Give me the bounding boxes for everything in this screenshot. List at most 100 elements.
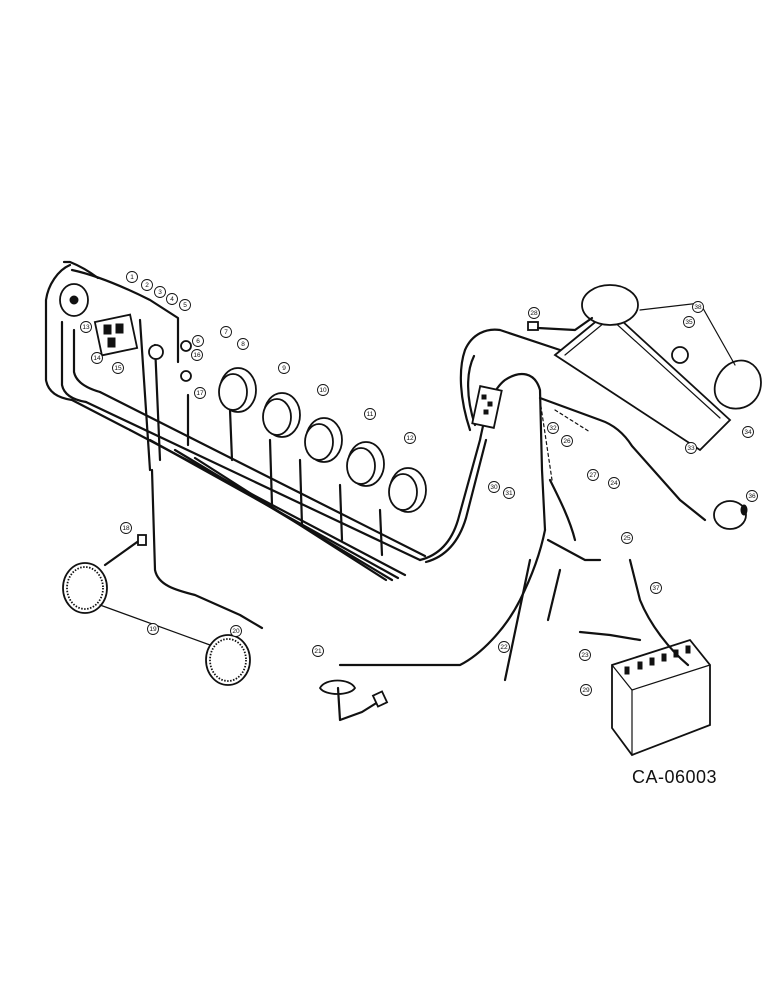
callout-label: 17 (196, 390, 204, 397)
callout-label: 30 (490, 484, 498, 491)
callout-label: 27 (589, 472, 597, 479)
callout-label: 9 (282, 365, 286, 372)
callout-10: 10 (317, 384, 329, 396)
connector-18 (137, 534, 147, 546)
callout-24: 24 (608, 477, 620, 489)
callout-circle (528, 307, 540, 319)
callout-34: 34 (742, 426, 754, 438)
callout-label: 24 (610, 480, 618, 487)
callout-circle (685, 442, 697, 454)
gauge-cluster (59, 283, 427, 513)
fuel-sender (318, 679, 389, 722)
callout-label: 10 (319, 387, 327, 394)
callout-35: 35 (683, 316, 695, 328)
callout-circle (580, 684, 592, 696)
callout-label: 5 (183, 302, 187, 309)
callout-4: 4 (166, 293, 178, 305)
callout-31: 31 (503, 487, 515, 499)
callout-circle (80, 321, 92, 333)
callout-label: 29 (582, 687, 590, 694)
drawing-number: CA-06003 (632, 767, 718, 787)
callout-circle (683, 316, 695, 328)
callout-circle (179, 299, 191, 311)
warning-lamp (671, 346, 689, 364)
rear-lamp-left (581, 284, 639, 326)
callout-8: 8 (237, 338, 249, 350)
callout-33: 33 (685, 442, 697, 454)
callout-7: 7 (220, 326, 232, 338)
callout-circle (650, 582, 662, 594)
callout-17: 17 (194, 387, 206, 399)
gauge-10 (304, 417, 343, 463)
callout-label: 32 (549, 425, 557, 432)
ignition-switch (148, 344, 164, 360)
callout-28: 28 (528, 307, 540, 319)
callout-label: 2 (145, 282, 149, 289)
callout-label: 6 (196, 338, 200, 345)
callout-38: 38 (692, 301, 704, 313)
callout-label: 26 (563, 438, 571, 445)
callout-circle (141, 279, 153, 291)
callout-18: 18 (120, 522, 132, 534)
callout-circle (278, 362, 290, 374)
fuse-block (93, 313, 139, 357)
battery (578, 558, 711, 757)
callout-19: 19 (147, 623, 159, 635)
callout-circle (112, 362, 124, 374)
callout-circle (91, 352, 103, 364)
callout-label: 18 (122, 525, 130, 532)
callout-label: 35 (685, 319, 693, 326)
rear-lamp-right (713, 359, 762, 410)
main-harness (338, 328, 707, 682)
callout-27: 27 (587, 469, 599, 481)
gauge-9 (262, 392, 301, 438)
callout-14: 14 (91, 352, 103, 364)
callout-12: 12 (404, 432, 416, 444)
callout-circle (191, 349, 203, 361)
callout-label: 36 (748, 493, 756, 500)
callout-21: 21 (312, 645, 324, 657)
callout-11: 11 (364, 408, 376, 420)
callout-5: 5 (179, 299, 191, 311)
callout-circle (364, 408, 376, 420)
callout-label: 19 (149, 626, 157, 633)
callout-32: 32 (547, 422, 559, 434)
callout-label: 33 (687, 445, 695, 452)
callout-circle (488, 481, 500, 493)
callout-13: 13 (80, 321, 92, 333)
callout-26: 26 (561, 435, 573, 447)
callout-circle (312, 645, 324, 657)
callout-circle (547, 422, 559, 434)
instrument-panel-harness (44, 260, 427, 582)
callout-circle (237, 338, 249, 350)
callout-label: 34 (744, 429, 752, 436)
callout-30: 30 (488, 481, 500, 493)
callout-label: 16 (193, 352, 201, 359)
callout-label: 7 (224, 329, 228, 336)
callout-label: 21 (314, 648, 322, 655)
callout-label: 4 (170, 296, 174, 303)
callout-circle (166, 293, 178, 305)
callout-circle (587, 469, 599, 481)
callout-16: 16 (191, 349, 203, 361)
work-lamps (62, 468, 264, 686)
callout-circle (621, 532, 633, 544)
callout-label: 15 (114, 365, 122, 372)
callout-label: 31 (505, 490, 513, 497)
callout-label: 23 (581, 652, 589, 659)
callout-circle (746, 490, 758, 502)
callout-label: 8 (241, 341, 245, 348)
callout-label: 37 (652, 585, 660, 592)
callout-3: 3 (154, 286, 166, 298)
callout-circle (120, 522, 132, 534)
callout-circle (154, 286, 166, 298)
callout-circle (404, 432, 416, 444)
callout-label: 1 (130, 274, 134, 281)
callout-circle (317, 384, 329, 396)
callout-label: 25 (623, 535, 631, 542)
callout-36: 36 (746, 490, 758, 502)
indicator-light (180, 370, 192, 382)
callout-1: 1 (126, 271, 138, 283)
